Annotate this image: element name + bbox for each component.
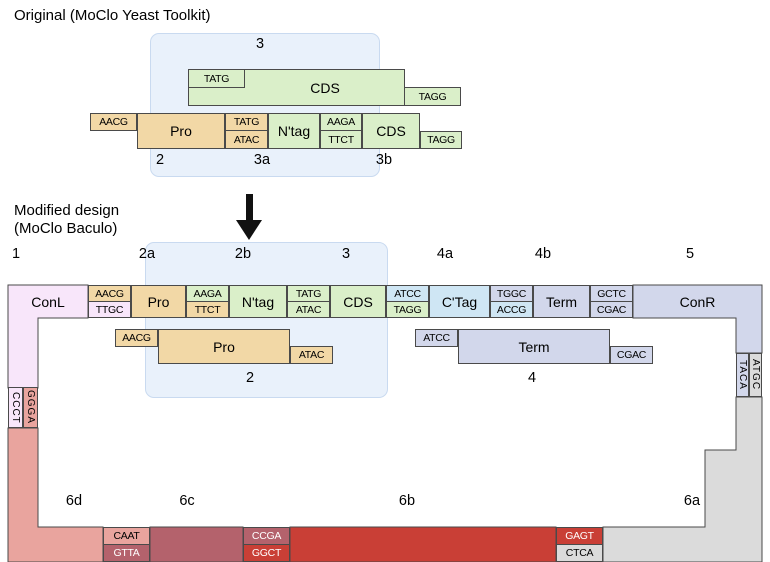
fusion-site-top-strand: ATCC <box>386 285 429 302</box>
fusion-site-bottom-strand: TTCT <box>186 302 229 318</box>
cds-full-left-overhang: TATG <box>188 69 245 88</box>
bottom-cassette-container <box>145 242 388 398</box>
pro-full-right-overhang: ATAC <box>290 346 333 364</box>
pro-part: Pro <box>131 285 186 318</box>
down-arrow-stem <box>246 194 253 222</box>
term-full-part: Term <box>458 329 610 364</box>
fusion-site-conr-6a-inner: TACA <box>736 353 749 397</box>
position-label-3-bottom: 3 <box>341 246 351 262</box>
fusion-site-top-strand: AAGA <box>320 113 362 131</box>
modified-title-line2: (MoClo Baculo) <box>14 220 118 237</box>
fusion-site-bottom-strand: TTCT <box>320 131 362 149</box>
backbone-6b-shape <box>289 526 557 562</box>
fusion-site-6b-6a: GAGT CTCA <box>556 527 603 562</box>
fusion-site-top-strand: TATG <box>225 113 268 131</box>
down-arrow-head <box>236 220 262 240</box>
ntag-part-top: N'tag <box>268 113 320 149</box>
original-title: Original (MoClo Yeast Toolkit) <box>14 7 211 24</box>
fusion-site-top-strand: AACG <box>88 285 131 302</box>
term-full-right-overhang: CGAC <box>610 346 653 364</box>
position-label-6c: 6c <box>179 493 195 509</box>
backbone-6d-shape <box>7 427 104 562</box>
fusion-site-bottom-strand: CTCA <box>556 545 603 562</box>
conr-label: ConR <box>679 293 716 310</box>
cds-full-label: CDS <box>310 79 340 96</box>
fusion-site-ctag-term: TGGC ACCG <box>490 285 533 318</box>
fusion-site-bottom-strand: ATAC <box>287 302 330 318</box>
fusion-site-6d-6c: CAAT GTTA <box>103 527 150 562</box>
pro-full-left-overhang: AACG <box>115 329 158 347</box>
fusion-site-top-strand: TATG <box>287 285 330 302</box>
position-label-3-top: 3 <box>255 36 265 52</box>
pro-part-top: Pro <box>137 113 225 149</box>
fusion-site-top-strand: CAAT <box>103 527 150 545</box>
position-label-1: 1 <box>11 246 21 262</box>
fusion-site-cds-ctag: ATCC TAGG <box>386 285 429 318</box>
fusion-site-pro-ntag-top-section: TATG ATAC <box>225 113 268 149</box>
fusion-site-bottom-strand: ATAC <box>225 131 268 149</box>
modified-title-line1: Modified design <box>14 202 120 219</box>
term-full-left-overhang: ATCC <box>415 329 458 347</box>
backbone-6a-shape <box>602 396 763 562</box>
fusion-site-bottom-strand: TTGC <box>88 302 131 318</box>
fusion-site-term-conr: GCTC CGAC <box>590 285 633 318</box>
pro-full-part: Pro <box>158 329 290 364</box>
fusion-site-conl-6d-inner: GGGA <box>23 387 38 428</box>
fusion-site-top-strand: TGGC <box>490 285 533 302</box>
fusion-site-bottom-strand: TAGG <box>386 302 429 318</box>
position-label-6d: 6d <box>65 493 83 509</box>
fusion-site-ntag-cds-top-section: AAGA TTCT <box>320 113 362 149</box>
fusion-site-ntag-cds: TATG ATAC <box>287 285 330 318</box>
fusion-site-bottom-strand: GGCT <box>243 545 290 562</box>
position-label-2a: 2a <box>138 246 156 262</box>
cds-full-right-overhang: TAGG <box>404 87 461 106</box>
position-label-4b: 4b <box>534 246 552 262</box>
position-label-2b: 2b <box>234 246 252 262</box>
position-label-3a: 3a <box>253 152 271 168</box>
position-label-5: 5 <box>685 246 695 262</box>
pro-left-overhang: AACG <box>90 113 137 131</box>
cds-part: CDS <box>330 285 386 318</box>
ctag-part: C'Tag <box>429 285 490 318</box>
cds-right-overhang: TAGG <box>420 131 462 149</box>
fusion-site-conr-6a-outer: ATGC <box>749 353 762 397</box>
position-label-3b: 3b <box>375 152 393 168</box>
fusion-site-top-strand: CCGA <box>243 527 290 545</box>
position-label-4a: 4a <box>436 246 454 262</box>
position-label-6b: 6b <box>398 493 416 509</box>
cds-part-top: CDS <box>362 113 420 149</box>
fusion-site-top-strand: GAGT <box>556 527 603 545</box>
fusion-site-bottom-strand: ACCG <box>490 302 533 318</box>
fusion-site-pro-ntag: AAGA TTCT <box>186 285 229 318</box>
fusion-site-bottom-strand: GTTA <box>103 545 150 562</box>
backbone-6c-shape <box>149 526 244 562</box>
fusion-site-6c-6b: CCGA GGCT <box>243 527 290 562</box>
fusion-site-conl-pro: AACG TTGC <box>88 285 131 318</box>
conl-label: ConL <box>31 293 65 310</box>
term-part: Term <box>533 285 590 318</box>
position-label-2-bottom: 2 <box>245 370 255 386</box>
position-label-2-top: 2 <box>155 152 165 168</box>
position-label-6a: 6a <box>683 493 701 509</box>
fusion-site-top-strand: AAGA <box>186 285 229 302</box>
fusion-site-bottom-strand: CGAC <box>590 302 633 318</box>
ntag-part: N'tag <box>229 285 287 318</box>
position-label-4: 4 <box>527 370 537 386</box>
fusion-site-top-strand: GCTC <box>590 285 633 302</box>
fusion-site-conl-6d-outer: CCCT <box>8 387 23 428</box>
